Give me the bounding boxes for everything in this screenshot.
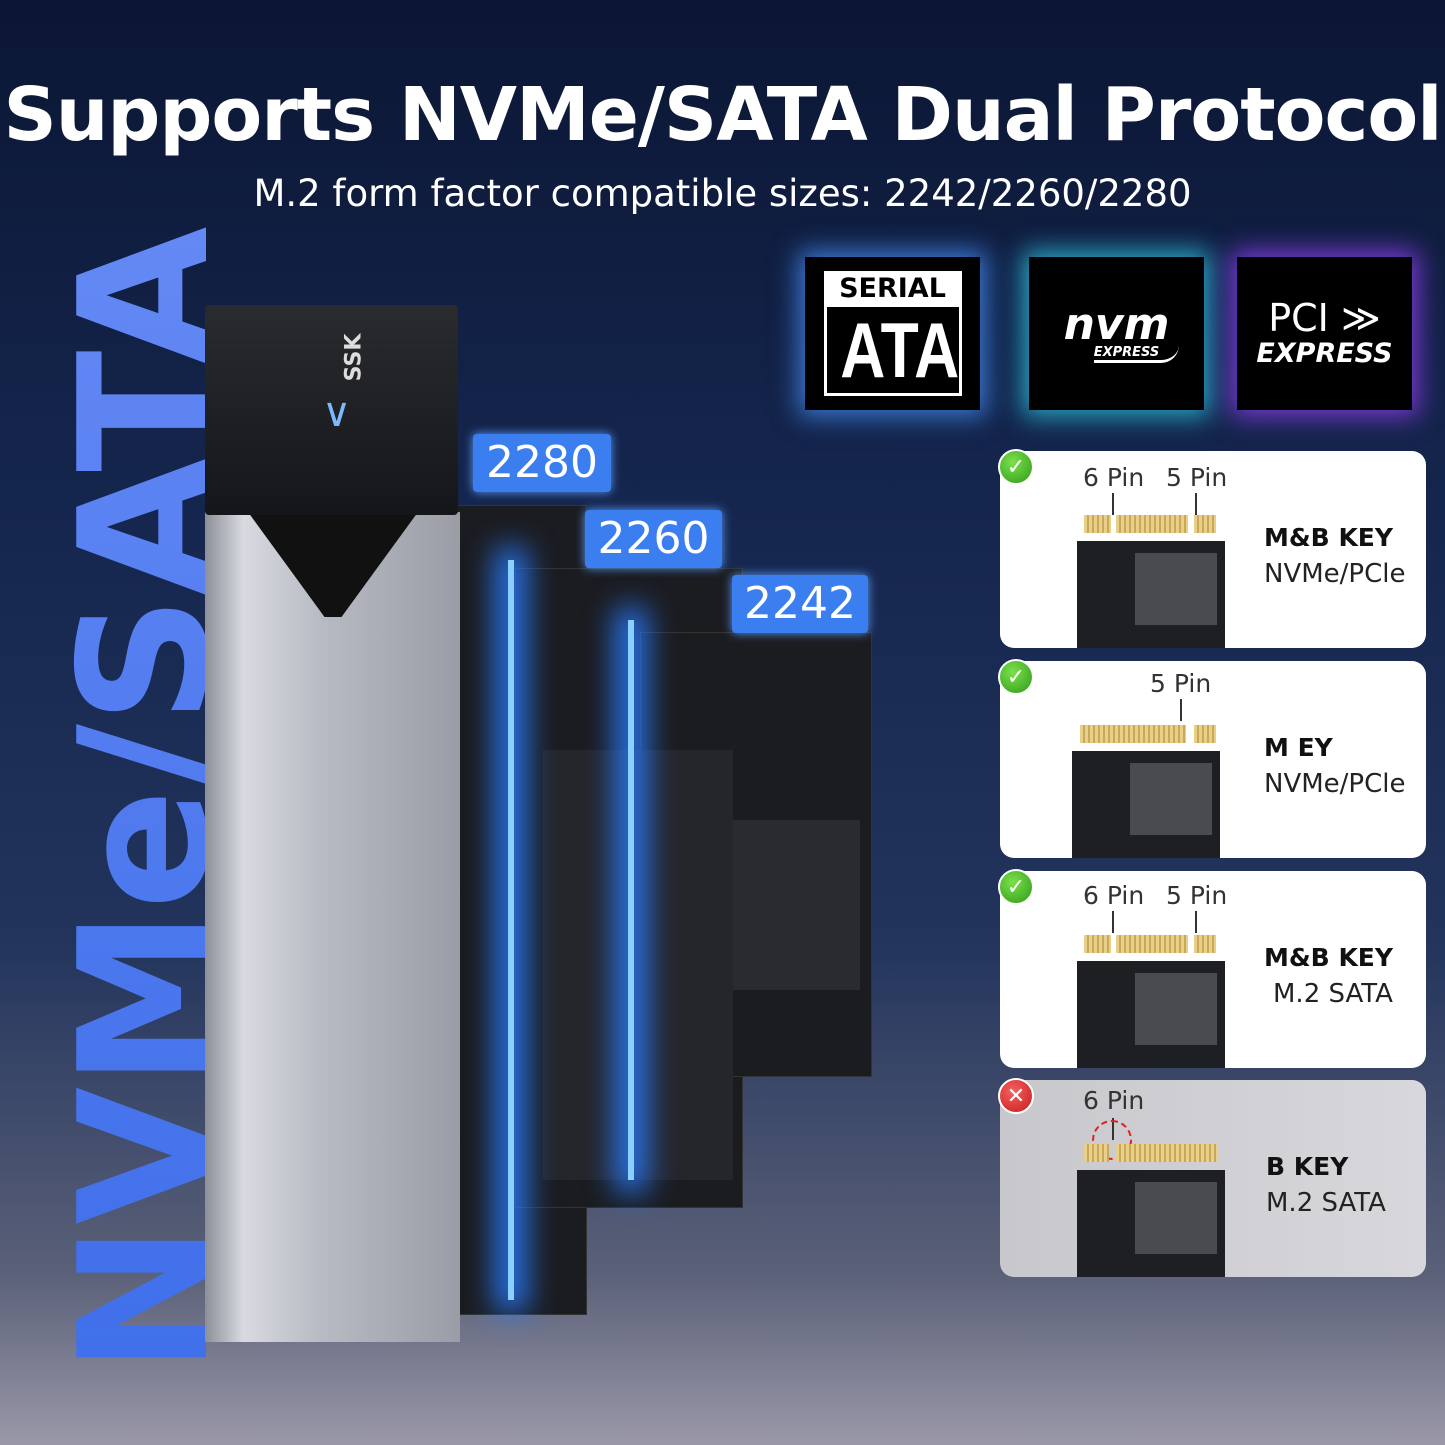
size-label-2242: 2242 — [732, 575, 868, 633]
ssd-chip-illustration — [1077, 1170, 1225, 1277]
page-subtitle: M.2 form factor compatible sizes: 2242/2… — [253, 172, 1192, 215]
protocol: M.2 SATA — [1266, 1188, 1386, 1218]
pin-label: 6 Pin — [1083, 1086, 1145, 1115]
cross-icon: ✕ — [998, 1078, 1034, 1114]
pin-label: 5 Pin — [1150, 669, 1212, 698]
ssd-chip-illustration — [1077, 961, 1225, 1068]
compat-card-mb-key-sata: ✓ 6 Pin 5 Pin M&B KEY M.2 SATA — [998, 869, 1426, 1068]
logo-text: PCI — [1268, 296, 1329, 340]
compat-card-mb-key-nvme: ✓ 6 Pin 5 Pin M&B KEY NVMe/PCle — [998, 449, 1426, 648]
pin-label: 5 Pin — [1166, 881, 1228, 910]
size-label-2280: 2280 — [473, 434, 611, 492]
ssd-chip-illustration — [1077, 541, 1225, 648]
key-type: M EY — [1264, 733, 1333, 762]
key-type: M&B KEY — [1264, 943, 1393, 972]
pin-label: 6 Pin — [1083, 463, 1145, 492]
logo-text: nvm — [1063, 298, 1170, 350]
key-type: M&B KEY — [1264, 523, 1393, 552]
pci-express-logo: PCI ≫ EXPRESS — [1237, 257, 1412, 410]
key-type: B KEY — [1266, 1152, 1349, 1181]
compat-card-b-key-sata: ✕ 6 Pin B KEY M.2 SATA — [998, 1078, 1426, 1277]
protocol: NVMe/PCle — [1264, 559, 1406, 589]
logo-text: EXPRESS — [1256, 338, 1393, 369]
check-icon: ✓ — [998, 869, 1034, 905]
protocol: NVMe/PCle — [1264, 769, 1406, 799]
light-glow — [628, 620, 634, 1180]
nand-chip — [543, 750, 733, 1180]
size-label-2260: 2260 — [585, 510, 722, 568]
brand-logo: SSK — [341, 333, 367, 382]
protocol: M.2 SATA — [1273, 979, 1393, 1009]
logo-text: ATA — [839, 306, 959, 394]
pin-label: 6 Pin — [1083, 881, 1145, 910]
enclosure-cap — [205, 305, 458, 515]
logo-text: SERIAL — [826, 274, 959, 307]
compat-card-m-key-nvme: ✓ 5 Pin M EY NVMe/PCle — [998, 659, 1426, 858]
check-icon: ✓ — [998, 659, 1034, 695]
chevron-logo-icon: ∨ — [322, 390, 352, 436]
check-icon: ✓ — [998, 449, 1034, 485]
pin-label: 5 Pin — [1166, 463, 1228, 492]
ssd-chip-illustration — [1072, 751, 1220, 858]
enclosure-body — [205, 512, 460, 1342]
light-glow — [508, 560, 514, 1300]
logo-text: EXPRESS — [1093, 345, 1180, 363]
page-title: Supports NVMe/SATA Dual Protocol — [3, 72, 1442, 158]
missing-notch-marker — [1092, 1120, 1132, 1160]
chevron-arrow-icon: ≫ — [1340, 296, 1381, 340]
